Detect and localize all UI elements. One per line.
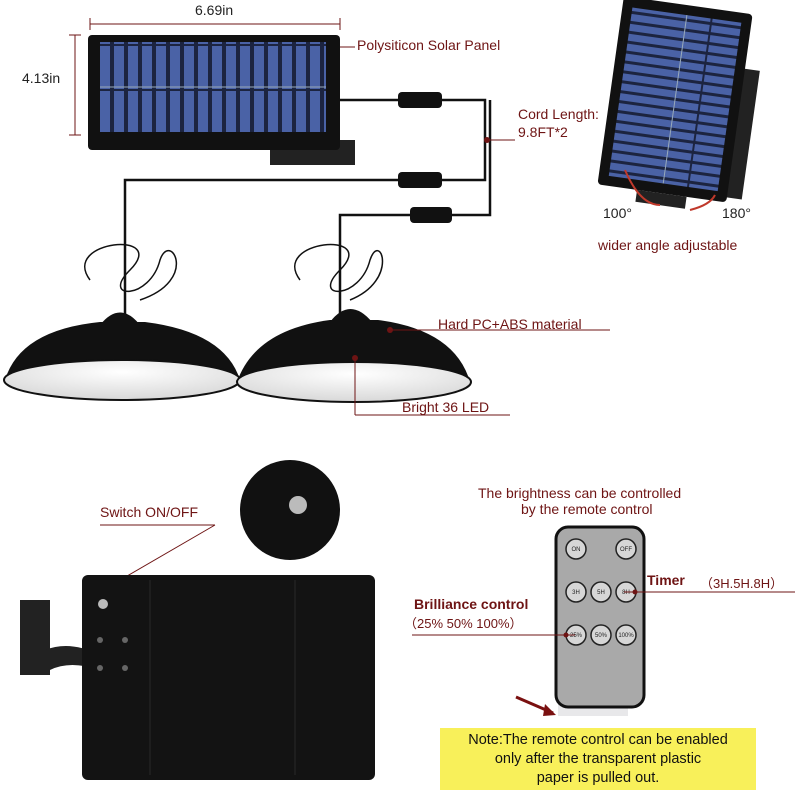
switch-closeup [240,460,340,560]
remote-button-label: ON [572,547,581,553]
note-line-1: Note:The remote control can be enabled [468,732,728,748]
switch-button-icon [289,496,307,514]
remote-button-50pct[interactable] [590,624,612,646]
lamp-right [236,309,472,403]
lamp-left [3,312,241,401]
battery-box [20,575,375,780]
cord-length-label: Cord Length: [518,106,599,122]
remote-button-label: 5H [597,590,605,596]
remote-button-label: OFF [620,547,632,553]
remote-heading-2: by the remote control [521,501,653,517]
brilliance-label: Brilliance control [414,596,529,612]
remote-button-label: 8H [622,590,630,596]
brilliance-values: （25% 50% 100%） [404,616,523,631]
width-dimension: 6.69in [195,2,234,18]
material-label: Hard PC+ABS material [438,316,582,332]
note-box: Note:The remote control can be enabled o… [440,728,756,790]
note-line-2: only after the transparent plastic [494,751,702,767]
height-dimension-line [69,34,81,136]
remote-control [554,525,646,716]
width-dimension-line [89,18,341,30]
angle-right: 180° [722,205,751,221]
led-label: Bright 36 LED [402,399,490,415]
cord-length-value: 9.8FT*2 [518,124,568,140]
height-dimension: 4.13in [22,70,61,86]
remote-button-label: 3H [572,590,580,596]
remote-button-on[interactable] [565,538,587,560]
solar-panel-tilted [597,0,760,209]
note-line-3: paper is pulled out. [536,770,660,786]
remote-button-100pct[interactable] [615,624,637,646]
remote-button-off[interactable] [615,538,637,560]
solar-panel [88,35,355,165]
cords [123,98,492,320]
connectors [398,92,452,223]
switch-label: Switch ON/OFF [100,504,199,520]
remote-button-label: 25% [570,633,583,639]
arrow-icon [543,704,556,716]
solar-panel-label: Polysiticon Solar Panel [357,37,501,53]
timer-values: （3H.5H.8H） [700,576,784,591]
remote-button-label: 50% [595,633,608,639]
remote-button-label: 100% [618,633,634,639]
remote-button-5h[interactable] [590,581,612,603]
angle-caption: wider angle adjustable [598,237,738,253]
timer-label: Timer [647,572,685,588]
angle-left: 100° [603,205,632,221]
remote-button-3h[interactable] [565,581,587,603]
remote-heading-1: The brightness can be controlled [478,485,682,501]
